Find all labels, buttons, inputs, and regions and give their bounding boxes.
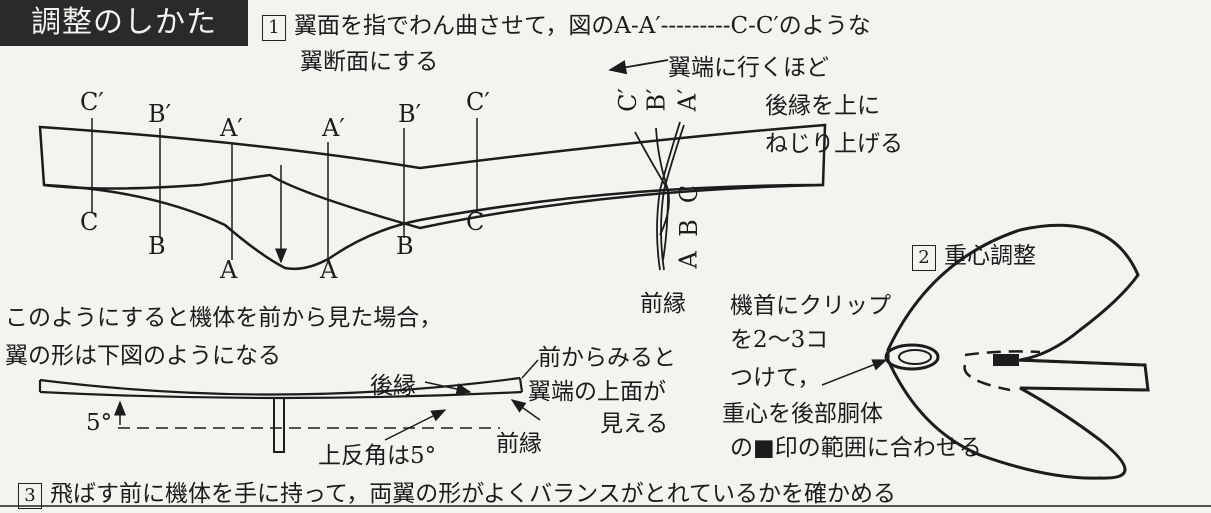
step1-line2: 翼断面にする bbox=[300, 49, 439, 75]
label-b-prime-right: B′ bbox=[398, 100, 422, 128]
label-c-right: C bbox=[466, 208, 485, 236]
tip-note-line3: 見える bbox=[600, 411, 669, 437]
label-c-prime-right: C′ bbox=[466, 88, 490, 116]
twist-section-a bbox=[656, 121, 681, 271]
step1-number: 1 bbox=[262, 15, 286, 41]
step3-number: 3 bbox=[18, 483, 42, 509]
twist-section-a2 bbox=[660, 124, 685, 271]
step2-line1: 機首にクリップ bbox=[730, 293, 891, 319]
step1-text: 翼面を指でわん曲させて，図のA-A′---------C-C′のような bbox=[294, 13, 871, 39]
label-c-prime-left: C′ bbox=[80, 88, 104, 116]
step2-number: 2 bbox=[912, 245, 936, 271]
label-b-left: B bbox=[148, 232, 166, 260]
twist-direction-arrow bbox=[608, 59, 669, 75]
label-b-right: B bbox=[396, 232, 414, 260]
twist-note-line2: ねじり上げる bbox=[765, 131, 903, 157]
twist-label-c: C bbox=[675, 184, 704, 204]
tip-note-pointer bbox=[521, 359, 539, 379]
label-b-prime-left: B′ bbox=[148, 100, 172, 128]
wing-tip-right bbox=[518, 377, 524, 393]
step3-text: 飛ばす前に機体を手に持って，両翼の形がよくバランスがとれているかを確かめる bbox=[50, 481, 896, 507]
twist-leading-edge: 前縁 bbox=[640, 291, 686, 317]
label-a-prime-left: A′ bbox=[220, 114, 243, 142]
twist-label-b-prime: B′ bbox=[642, 88, 671, 112]
step2-header: 2 重心調整 bbox=[912, 236, 1036, 271]
angle-label: 5° bbox=[86, 410, 113, 436]
step2-line2: を2～3コ bbox=[730, 327, 829, 353]
step1-line1: 1 翼面を指でわん曲させて，図のA-A′---------C-C′のような bbox=[262, 6, 871, 41]
step2-line3: つけて， bbox=[730, 365, 821, 391]
front-wing-upper bbox=[39, 376, 521, 396]
twist-label-b: B bbox=[674, 219, 703, 237]
label-a-left: A bbox=[220, 256, 238, 284]
twist-label-a: A bbox=[674, 251, 703, 269]
fuselage-dashed bbox=[963, 350, 1041, 392]
front-trailing-edge: 後縁 bbox=[370, 373, 416, 399]
fuselage-rear bbox=[1009, 358, 1146, 367]
dihedral-label: 上反角は5° bbox=[318, 443, 437, 469]
clip-pointer bbox=[821, 359, 888, 386]
label-c-left: C bbox=[80, 208, 99, 236]
step3-line: 3 飛ばす前に機体を手に持って，両翼の形がよくバランスがとれているかを確かめる bbox=[18, 474, 896, 509]
twist-label-a-prime: A′ bbox=[673, 88, 702, 112]
trailing-edge-pointer bbox=[424, 381, 472, 395]
step2-line5: の■印の範囲に合わせる bbox=[730, 435, 982, 461]
clip-inner bbox=[898, 349, 932, 365]
front-caption-line2: 翼の形は下図のようになる bbox=[5, 343, 281, 369]
wing-outline-lower bbox=[43, 183, 824, 271]
front-caption-line1: このようにすると機体を前から見た場合， bbox=[5, 305, 443, 331]
label-a-right: A bbox=[320, 256, 338, 284]
plane-outline bbox=[886, 223, 1150, 480]
wing-outline bbox=[38, 123, 827, 230]
cg-mark bbox=[993, 354, 1019, 366]
twist-note-line1: 後縁を上に bbox=[765, 93, 880, 119]
step2-title: 重心調整 bbox=[944, 243, 1036, 269]
section-title: 調整のしかた bbox=[0, 0, 248, 46]
twist-section-c bbox=[634, 131, 670, 236]
label-a-prime-right: A′ bbox=[322, 114, 345, 142]
twist-section-b bbox=[655, 127, 669, 261]
front-leading-edge: 前縁 bbox=[496, 431, 542, 457]
twist-arrow-text: 翼端に行くほど bbox=[668, 55, 829, 81]
step2-line4: 重心を後部胴体 bbox=[722, 401, 883, 427]
twist-label-c-prime: C′ bbox=[613, 88, 642, 112]
tip-note-line1: 前からみると bbox=[538, 345, 676, 371]
dihedral-pointer bbox=[384, 409, 447, 441]
tip-note-line2: 翼端の上面が bbox=[528, 379, 666, 405]
clip bbox=[884, 343, 940, 371]
fuselage bbox=[273, 397, 285, 453]
leading-edge-pointer bbox=[510, 399, 541, 421]
